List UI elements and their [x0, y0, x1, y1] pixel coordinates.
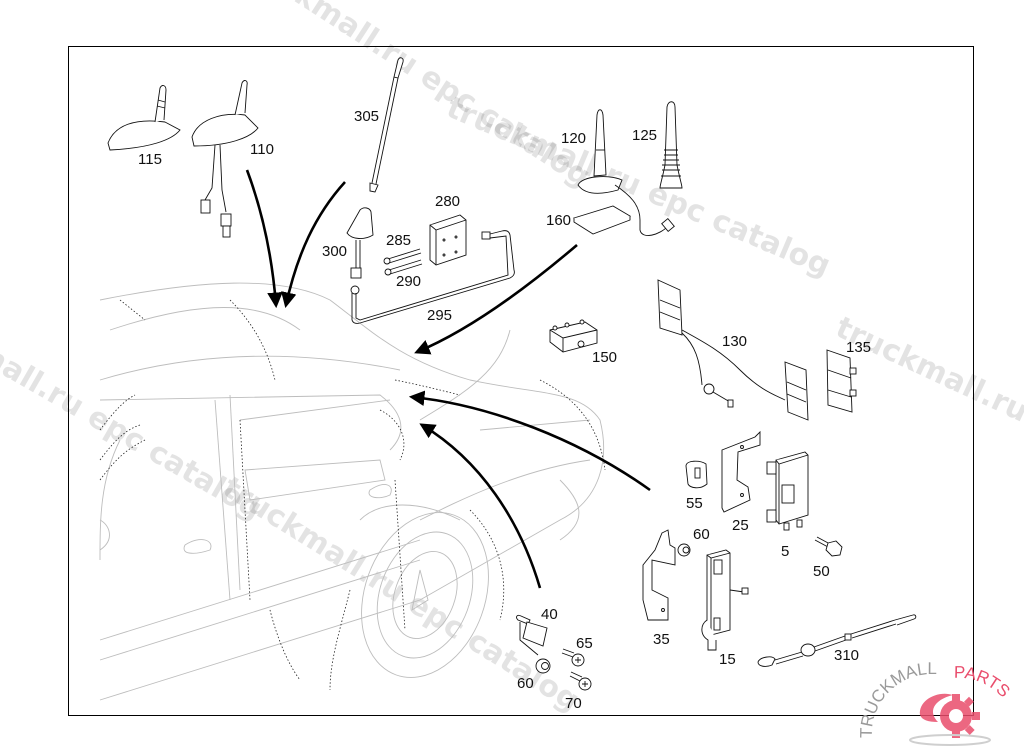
part-60-nut-lower — [535, 658, 551, 674]
logo-text-parts: PARTS — [954, 663, 1014, 701]
part-110-roof-antenna-cabled — [191, 80, 259, 238]
part-125-antenna-cover — [659, 101, 683, 189]
callout-130[interactable]: 130 — [722, 333, 748, 350]
callout-50[interactable]: 50 — [813, 563, 830, 580]
callout-115[interactable]: 115 — [138, 151, 162, 168]
truckmallparts-logo: TRUCKMALL PARTS — [858, 660, 1014, 746]
part-310-cable — [757, 614, 917, 667]
part-50-bolt — [814, 536, 843, 557]
part-55-clip — [685, 460, 708, 489]
car-dark-edges — [99, 299, 606, 691]
part-60-nut-upper — [677, 543, 691, 557]
part-160-pad — [572, 205, 632, 235]
callout-65[interactable]: 65 — [576, 635, 593, 652]
callout-285[interactable]: 285 — [386, 232, 412, 249]
part-115-roof-antenna — [107, 85, 181, 151]
arrow-110 — [245, 169, 283, 309]
callout-280[interactable]: 280 — [435, 193, 461, 210]
callout-55[interactable]: 55 — [686, 495, 703, 512]
callout-160[interactable]: 160 — [546, 212, 572, 229]
part-65-screw — [561, 648, 585, 667]
part-15-module — [701, 549, 749, 651]
part-285-290-bolts — [383, 248, 423, 276]
callout-110[interactable]: 110 — [250, 141, 274, 158]
callout-125[interactable]: 125 — [632, 127, 658, 144]
car-body-outline — [99, 282, 605, 701]
arrow-160 — [414, 244, 578, 355]
callout-15[interactable]: 15 — [719, 651, 736, 668]
arrow-305 — [281, 181, 346, 309]
arrow-40 — [419, 423, 542, 589]
callout-70[interactable]: 70 — [565, 695, 582, 712]
callout-305[interactable]: 305 — [354, 108, 380, 125]
callout-35[interactable]: 35 — [653, 631, 670, 648]
part-300-antenna-base — [346, 207, 374, 295]
callout-135[interactable]: 135 — [846, 339, 872, 356]
part-305-antenna-mast — [369, 57, 404, 193]
part-135-window-antenna-element — [826, 349, 857, 413]
part-35-bracket — [642, 529, 676, 621]
part-40-connector — [516, 614, 548, 656]
callout-300[interactable]: 300 — [322, 243, 348, 260]
callout-295[interactable]: 295 — [427, 307, 453, 324]
callout-5[interactable]: 5 — [781, 543, 790, 560]
diagram-frame — [68, 46, 974, 716]
callout-60-upper[interactable]: 60 — [693, 526, 710, 543]
callout-25[interactable]: 25 — [732, 517, 749, 534]
callout-310[interactable]: 310 — [834, 647, 860, 664]
callout-60-lower[interactable]: 60 — [517, 675, 534, 692]
logo-text-truckmall: TRUCKMALL — [858, 660, 937, 738]
part-280-amplifier — [429, 214, 491, 266]
assembly-arrows — [245, 169, 651, 589]
part-120-rod-antenna — [577, 109, 675, 236]
callout-120[interactable]: 120 — [561, 130, 587, 147]
part-150-amplifier-module — [549, 319, 598, 353]
callout-290[interactable]: 290 — [396, 273, 422, 290]
part-130-window-antenna — [657, 279, 809, 421]
part-295-cable — [351, 230, 515, 324]
arrow-right-group — [408, 390, 651, 492]
part-70-screw — [569, 671, 592, 691]
callout-40[interactable]: 40 — [541, 606, 558, 623]
part-5-control-unit — [766, 451, 809, 531]
callout-150[interactable]: 150 — [592, 349, 618, 366]
part-25-bracket — [721, 430, 761, 513]
